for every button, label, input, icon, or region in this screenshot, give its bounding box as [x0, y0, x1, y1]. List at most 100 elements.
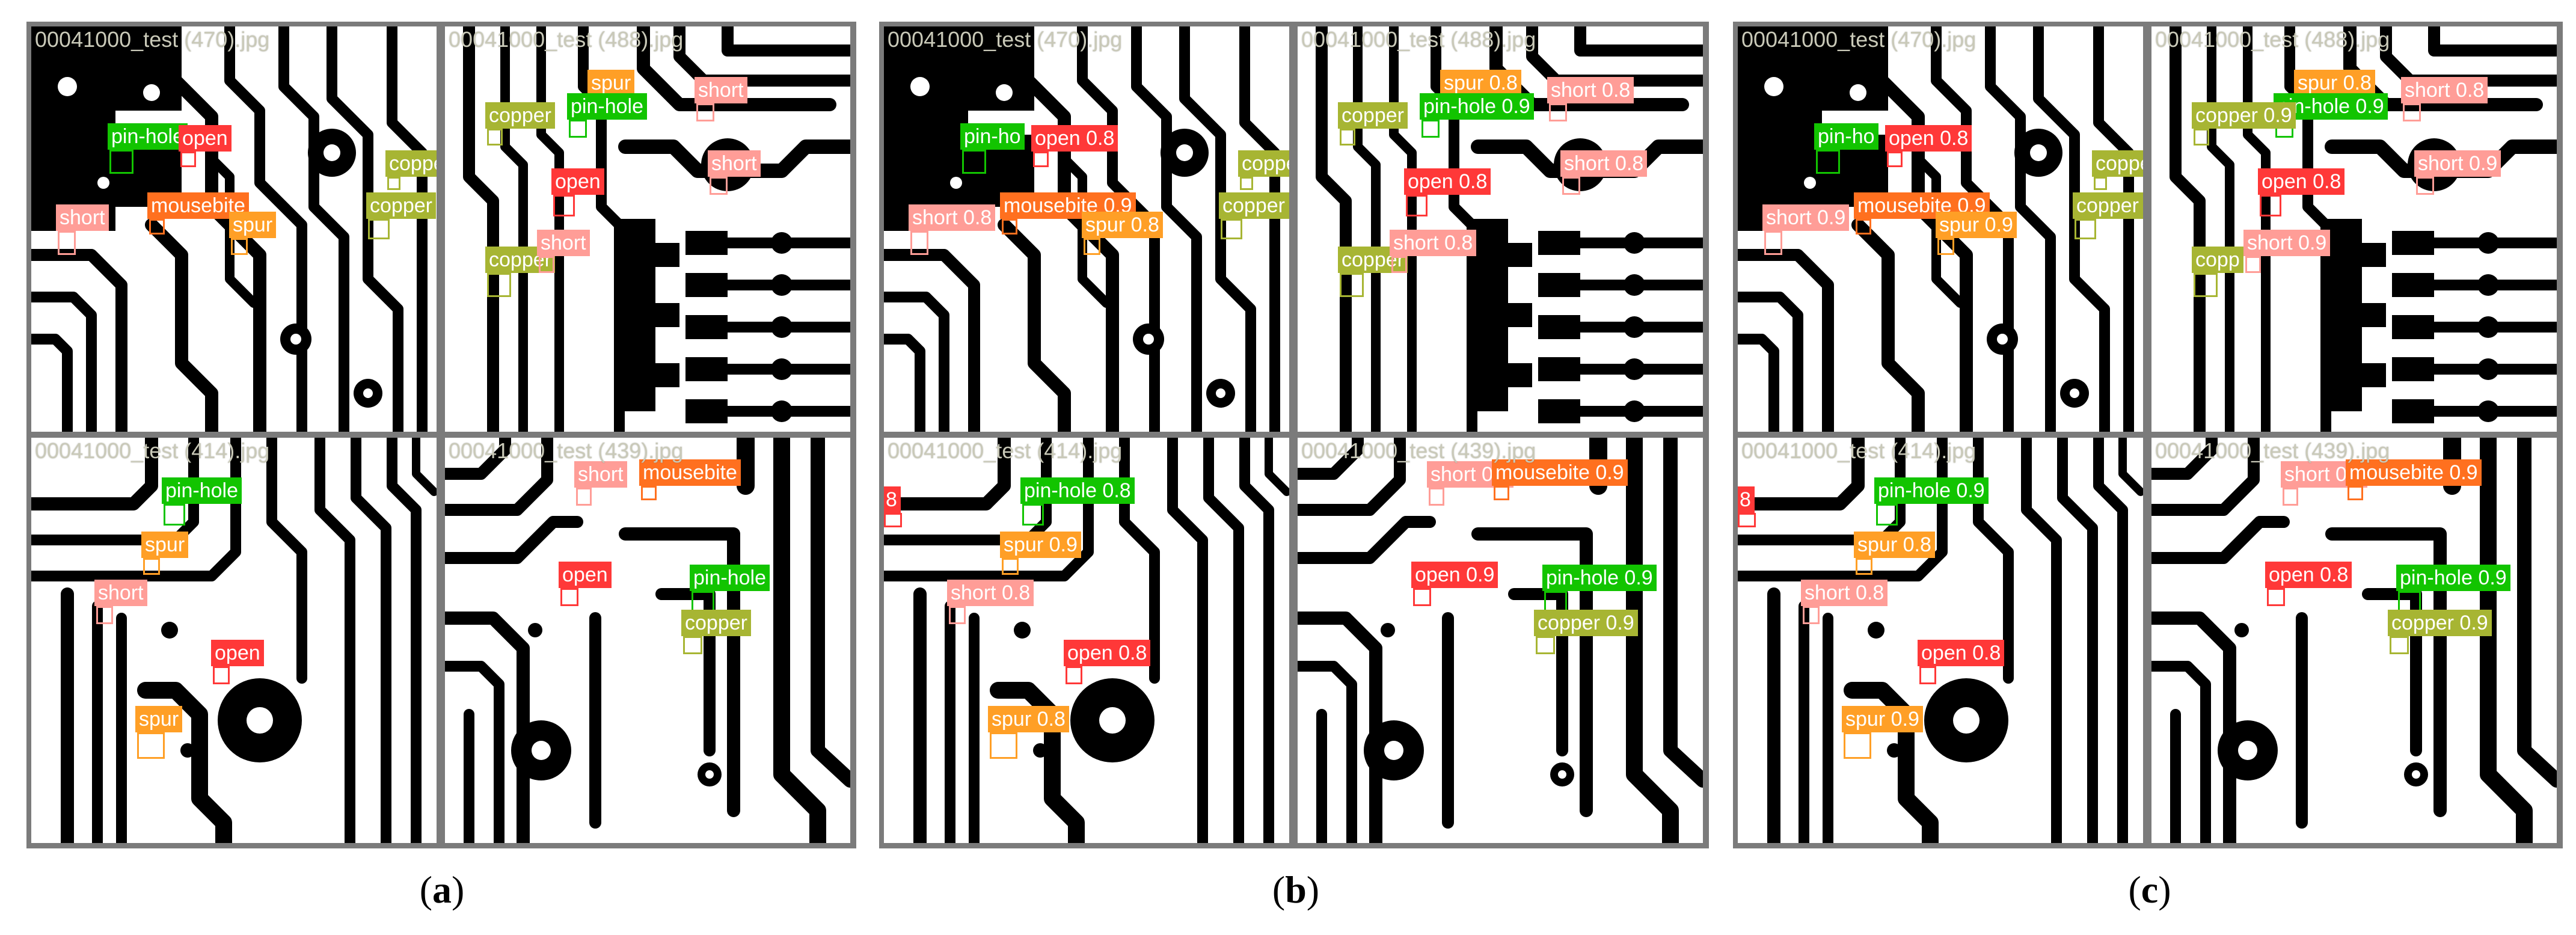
bounding-box — [164, 504, 185, 526]
detection-spur: spur 0.8 — [988, 706, 1069, 759]
bounding-box — [1856, 219, 1871, 235]
detection-label: pin-hole 0.9 — [1874, 477, 1989, 504]
detection-label: short — [94, 580, 147, 606]
detection-label: open 0.8 — [1918, 640, 2005, 666]
bounding-box — [387, 177, 400, 190]
bounding-box — [1887, 152, 1903, 167]
detection-short: short 0.8 — [2281, 461, 2368, 506]
detection-short: short 0.8 — [1390, 230, 1477, 273]
bounding-box — [696, 103, 714, 121]
detection-label: short — [695, 77, 747, 103]
filename-label: 00041000_test (488).jpg — [2155, 27, 2390, 52]
detection-label: pin-hole 0.9 — [2396, 565, 2510, 591]
detection-label: spur 0.8 — [1082, 212, 1163, 238]
subfigure-caption: (a) — [419, 868, 465, 911]
bounding-box — [1549, 103, 1567, 121]
detection-label: copper 0.9 — [1238, 150, 1289, 177]
detection-mousebite: mousebite 0.9 — [1854, 192, 1990, 235]
bounding-box — [2075, 219, 2096, 239]
detection-open: open 0.8 — [1918, 640, 2005, 684]
detection-short: short 0.8 — [1427, 461, 1514, 506]
detection-spur: spur — [587, 70, 635, 112]
detection-label: spur 0.8 — [988, 706, 1069, 732]
detection-spur: spur — [141, 532, 189, 575]
bounding-box — [149, 219, 165, 235]
subfigure-caption: (b) — [1272, 868, 1320, 911]
detection-copper: copp — [2192, 247, 2243, 297]
detection-copper: copper 0.9 — [2073, 192, 2143, 239]
detection-pin-hole: pin-hole 0.9 — [2396, 565, 2510, 613]
detection-label: pin-hole 0.9 — [1420, 93, 1534, 120]
detection-pin-hole: pin-hole 0.9 — [1874, 477, 1989, 526]
detection-open: open — [559, 562, 612, 606]
detection-label: short 0.8 — [2401, 77, 2488, 103]
bounding-box — [910, 231, 928, 255]
bounding-box — [884, 513, 902, 527]
detection-label: copper 0.9 — [1534, 610, 1638, 636]
bounding-box — [539, 256, 554, 273]
bounding-box — [143, 558, 160, 575]
detection-label: copper 0.9 — [2092, 150, 2143, 177]
detection-label: spur 0.8 — [2294, 70, 2375, 96]
bounding-box — [2267, 588, 2285, 606]
bounding-box — [368, 219, 390, 239]
detection-label: spur — [587, 70, 635, 96]
bounding-box — [576, 488, 592, 506]
bounding-box — [1391, 256, 1407, 273]
image-tile: pin-holeopenshortmousebitespurcoppercopp… — [31, 26, 437, 432]
bounding-box — [1536, 636, 1555, 654]
detection-open: open 0.9 — [1411, 562, 1498, 606]
bounding-box — [1937, 238, 1954, 255]
detection-label: spur 0.9 — [1000, 532, 1081, 558]
pcb-image — [1316, 26, 1703, 432]
filename-label: 00041000_test (439).jpg — [1301, 438, 1536, 463]
detection-label: open — [551, 168, 604, 195]
detection-short: short — [537, 230, 590, 273]
bounding-box — [1562, 177, 1580, 195]
detection-label: copper — [1338, 102, 1408, 129]
bounding-box — [2194, 273, 2218, 297]
detection-short: short — [56, 204, 109, 255]
detection-label: mousebite — [639, 459, 741, 486]
bounding-box — [109, 150, 133, 174]
detection-label: copper 0.9 — [2073, 192, 2143, 219]
bounding-box — [180, 152, 196, 167]
detection-short: short 0.8 — [2401, 77, 2488, 121]
detection-label: open 0.8 — [1031, 125, 1118, 152]
bounding-box — [569, 120, 587, 138]
detection-copper: copper 0.9 — [1534, 610, 1638, 654]
detection-label: copper — [385, 150, 437, 177]
bounding-box — [2348, 486, 2363, 500]
detection-label: short — [574, 461, 627, 488]
detection-label: spur 0.8 — [1854, 532, 1935, 558]
detection-copper: copper — [485, 247, 555, 297]
detection-label: short 0.9 — [1762, 204, 1850, 231]
detection-spur: spur — [135, 706, 183, 759]
detection-copper: copper — [485, 102, 555, 146]
detection-label: open 0.8 — [1064, 640, 1151, 666]
detection-open: open — [211, 640, 264, 684]
detection-label: open — [559, 562, 612, 588]
bounding-box — [1084, 238, 1100, 255]
detection-label: spur 0.8 — [1440, 70, 1521, 96]
detection-short: short 0.9 — [1762, 204, 1850, 255]
detection-pin-hole: pin-hole 0.8 — [1020, 477, 1135, 526]
bounding-box — [2194, 129, 2209, 146]
detection-short: short — [695, 77, 747, 121]
detection-label: open 0.8 — [1885, 125, 1972, 152]
bounding-box — [2260, 195, 2281, 216]
filename-label: 00041000_test (414).jpg — [35, 438, 270, 463]
detection-short: short — [574, 461, 627, 506]
detection-open: open 0.8 — [1064, 640, 1151, 684]
detection-open: open — [179, 125, 232, 167]
detection-spur: spur 0.8 — [1854, 532, 1935, 575]
detection-copper: copper — [385, 150, 437, 190]
detection-copper: copper 0.9 — [1219, 192, 1289, 239]
detection-open: open 0.8 — [1404, 168, 1491, 216]
